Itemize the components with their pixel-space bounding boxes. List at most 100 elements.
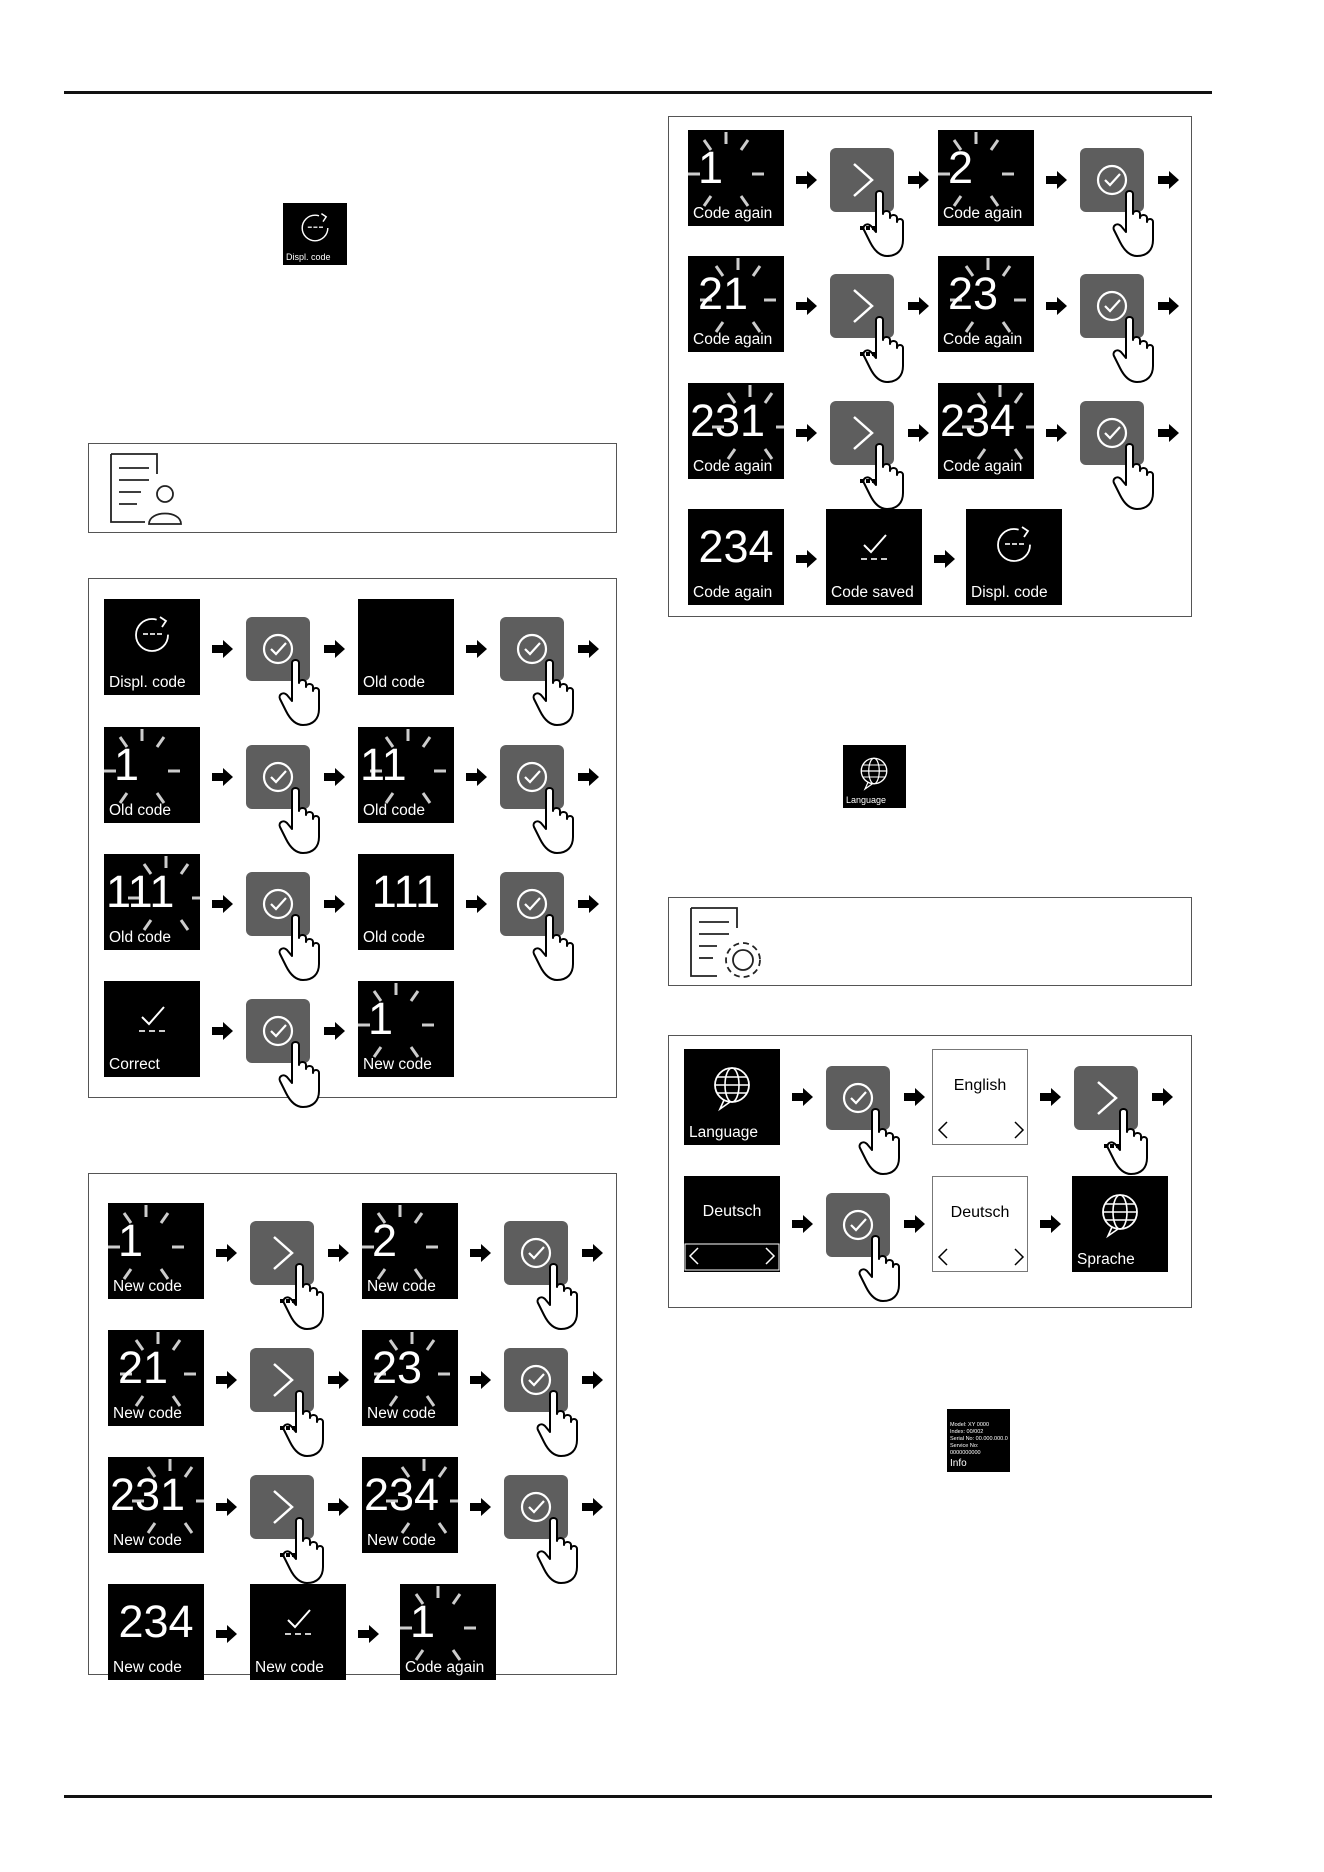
arrow-right-icon xyxy=(324,640,346,663)
arrow-right-icon xyxy=(470,1498,492,1521)
arrow-right-icon xyxy=(792,1088,814,1111)
code-digits: 231 xyxy=(690,395,766,446)
info-serial: Serial No: 00.000.000.0 xyxy=(950,1436,1008,1442)
arrow-right-icon xyxy=(1158,297,1180,320)
arrow-right-icon xyxy=(1046,424,1068,447)
code-digits: 234 xyxy=(940,395,1016,446)
code-digits: 231 xyxy=(110,1469,186,1520)
screen-label: New code xyxy=(367,1278,436,1295)
code-digits: 1 xyxy=(114,739,140,790)
language-thumbnail: Language xyxy=(843,745,906,808)
option-arrows-icon xyxy=(684,1243,780,1271)
screen-label: Code again xyxy=(943,331,1023,348)
pointing-hand-icon xyxy=(860,312,906,389)
pointing-hand-icon xyxy=(1104,1104,1150,1181)
header-rule xyxy=(64,91,1212,94)
info-service: Service No: 0000000000 xyxy=(950,1443,981,1456)
code-digits: 1 xyxy=(410,1596,436,1647)
pointing-hand-icon xyxy=(276,783,322,860)
option-arrows-icon xyxy=(937,1121,1025,1139)
screen-label: Code again xyxy=(405,1659,485,1676)
pointing-hand-icon xyxy=(856,1231,902,1308)
display-screen: English xyxy=(932,1049,1028,1145)
screen-label: New code xyxy=(113,1278,182,1295)
arrow-right-icon xyxy=(1046,171,1068,194)
arrow-right-icon xyxy=(466,768,488,791)
screen-label: Old code xyxy=(363,674,426,691)
thumb-label: Displ. code xyxy=(286,252,331,262)
screen-label: Code again xyxy=(943,458,1023,475)
screen-label: Code again xyxy=(693,458,773,475)
display-screen: Sprache xyxy=(1072,1176,1168,1272)
pointing-hand-icon xyxy=(534,1259,580,1336)
arrow-right-icon xyxy=(1040,1088,1062,1111)
screen-label: Old code xyxy=(109,929,172,946)
pointing-hand-icon xyxy=(1110,186,1156,263)
code-digits: 111 xyxy=(106,866,175,917)
screen-label: Code saved xyxy=(831,584,914,601)
arrow-right-icon xyxy=(470,1244,492,1267)
display-screen: Displ. code xyxy=(966,509,1062,605)
code-digits: 1 xyxy=(698,142,724,193)
arrow-right-icon xyxy=(1040,1215,1062,1238)
arrow-right-icon xyxy=(328,1498,350,1521)
arrow-right-icon xyxy=(796,297,818,320)
user-menu-panel xyxy=(88,443,617,533)
screen-label: Code again xyxy=(693,584,773,601)
arrow-right-icon xyxy=(578,640,600,663)
screen-label: Language xyxy=(689,1124,758,1141)
arrow-right-icon xyxy=(328,1244,350,1267)
arrow-right-icon xyxy=(328,1371,350,1394)
arrow-right-icon xyxy=(796,424,818,447)
arrow-right-icon xyxy=(324,895,346,918)
code-digits: 23 xyxy=(948,268,999,319)
pointing-hand-icon xyxy=(534,1386,580,1463)
screen-label: Old code xyxy=(109,802,172,819)
screen-label: Code again xyxy=(693,331,773,348)
arrow-right-icon xyxy=(796,171,818,194)
pointing-hand-icon xyxy=(530,910,576,987)
screen-label: Sprache xyxy=(1077,1251,1135,1268)
arrow-right-icon xyxy=(908,424,930,447)
arrow-right-icon xyxy=(582,1244,604,1267)
code-digits: 21 xyxy=(698,268,749,319)
screen-label: New code xyxy=(113,1405,182,1422)
arrow-right-icon xyxy=(212,1022,234,1045)
code-digits: 2 xyxy=(948,142,974,193)
arrow-right-icon xyxy=(792,1215,814,1238)
arrow-right-icon xyxy=(1158,171,1180,194)
display-screen: Old code xyxy=(358,599,454,695)
thumb-label: Language xyxy=(846,795,887,805)
pointing-hand-icon xyxy=(860,186,906,263)
pointing-hand-icon xyxy=(276,655,322,732)
arrow-right-icon xyxy=(470,1371,492,1394)
pointing-hand-icon xyxy=(860,439,906,516)
arrow-right-icon xyxy=(1158,424,1180,447)
pointing-hand-icon xyxy=(280,1386,326,1463)
arrow-right-icon xyxy=(212,895,234,918)
code-digits: 234 xyxy=(698,521,774,572)
info-index: Index: 00/002 xyxy=(950,1429,984,1435)
arrow-right-icon xyxy=(358,1625,380,1648)
display-screen: Deutsch xyxy=(684,1176,780,1272)
pointing-hand-icon xyxy=(530,655,576,732)
arrow-right-icon xyxy=(904,1215,926,1238)
code-digits: 1 xyxy=(118,1215,144,1266)
pointing-hand-icon xyxy=(534,1513,580,1590)
arrow-right-icon xyxy=(578,768,600,791)
screen-label: New code xyxy=(363,1056,432,1073)
